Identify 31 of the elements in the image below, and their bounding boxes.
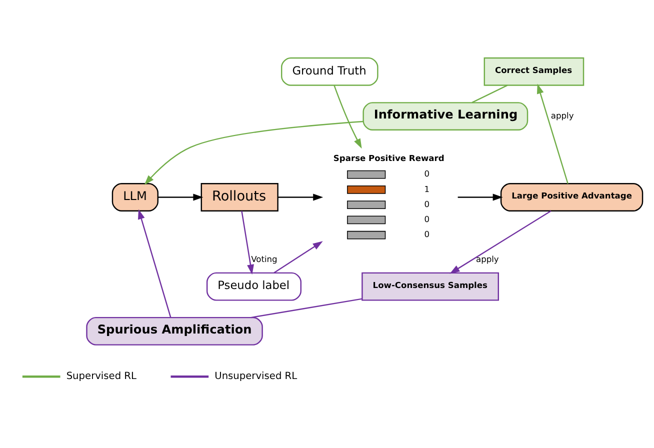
node-box: Spurious Amplification [86,316,263,345]
legend-label: Unsupervised RL [214,370,298,382]
node-box: Rollouts [200,182,278,211]
node-label: 0 [424,168,430,178]
arrow [158,193,204,200]
legend-label: Supervised RL [66,370,137,382]
arrow [241,210,254,274]
arrow [334,84,362,148]
edge-label: apply [476,254,499,264]
edge-label: Voting [251,254,278,264]
node-box: LLM [112,182,158,211]
arrow [274,240,323,273]
node-label: 0 [424,228,430,239]
arrow [278,193,324,200]
arrow [458,193,503,200]
arrow [536,83,568,184]
node-box: Informative Learning [362,102,528,130]
node-box: Correct Samples [484,56,584,86]
arrow [144,120,364,184]
connector [250,298,362,318]
edge-label: apply [550,110,574,120]
node-label: 0 [424,198,430,208]
node-box: Pseudo label [206,272,302,300]
arrow [138,208,172,318]
node-label: Sparse Positive Reward [333,152,444,162]
node-label: 0 [424,214,430,224]
arrow [450,210,552,274]
node-box: Low-Consensus Samples [362,272,499,300]
node-label: 1 [424,183,430,194]
node-box: Ground Truth [281,56,378,86]
node-box: Large Positive Advantage [500,182,644,211]
